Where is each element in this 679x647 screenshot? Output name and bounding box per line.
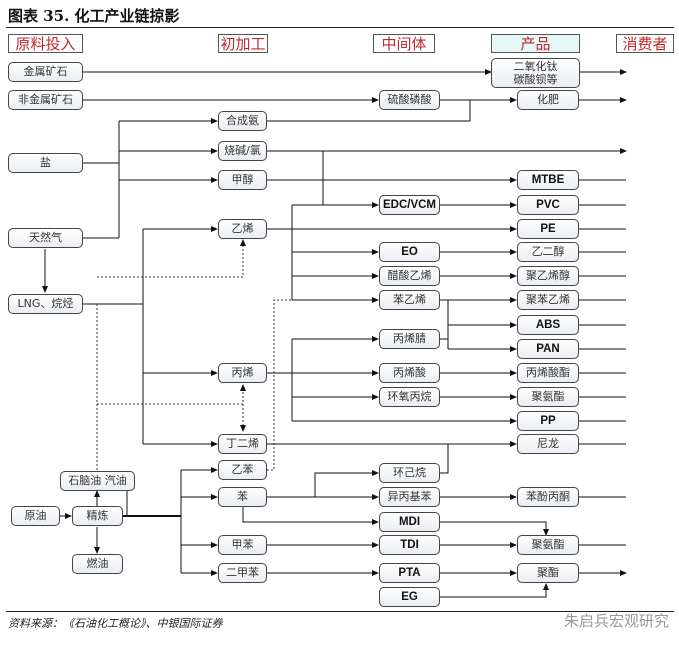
node-pp: PP	[517, 411, 579, 431]
node-salt: 盐	[8, 153, 83, 173]
node-ethylene: 乙烯	[218, 219, 267, 239]
header-consumers: 消费者	[616, 34, 674, 53]
node-mdi: MDI	[379, 512, 440, 532]
node-fuel-oil: 燃油	[72, 554, 123, 574]
header-products: 产品	[491, 34, 580, 53]
node-butadiene: 丁二烯	[218, 434, 267, 454]
node-natural-gas: 天然气	[8, 228, 83, 248]
top-rule	[6, 27, 674, 28]
node-lng: LNG、烷烃	[8, 294, 83, 314]
tio2-label: 二氧化钛	[513, 60, 558, 73]
node-phenol-acetone: 苯酚丙酮	[517, 487, 579, 507]
node-abs: ABS	[517, 315, 579, 335]
node-propylene: 丙烯	[218, 363, 267, 383]
node-polyester: 聚酯	[517, 563, 579, 583]
node-naphtha-gasoline: 石脑油 汽油	[60, 471, 135, 491]
node-ethylene-glycol: 乙二醇	[517, 242, 579, 262]
node-propylene-oxide: 环氧丙烷	[379, 387, 440, 407]
node-pva: 聚乙烯醇	[517, 266, 579, 286]
bottom-rule	[6, 611, 674, 612]
node-acrylic-acid: 丙烯酸	[379, 363, 440, 383]
node-polystyrene: 聚苯乙烯	[517, 290, 579, 310]
node-acrylate: 丙烯酸酯	[517, 363, 579, 383]
node-crude-oil: 原油	[11, 506, 60, 526]
figure-title: 图表 35. 化工产业链掠影	[8, 7, 180, 25]
node-ethylbenzene: 乙苯	[218, 460, 267, 480]
header-primary-processing: 初加工	[218, 34, 268, 53]
node-polyurethane-1: 聚氨酯	[517, 387, 579, 407]
node-pe: PE	[517, 219, 579, 239]
node-pta: PTA	[379, 563, 440, 583]
node-tio2-baco3: 二氧化钛碳酸钡等	[491, 58, 580, 88]
node-toluene: 甲苯	[218, 535, 267, 555]
node-fertilizer: 化肥	[517, 90, 579, 110]
node-styrene: 苯乙烯	[379, 290, 440, 310]
node-eg: EG	[379, 587, 440, 607]
node-caustic-chlorine: 烧碱/氯	[218, 141, 267, 161]
node-benzene: 苯	[218, 487, 267, 507]
source-note: 资料来源：《石油化工概论》、中银国际证券	[8, 617, 223, 630]
node-acrylonitrile: 丙烯腈	[379, 329, 440, 349]
header-intermediates: 中间体	[373, 34, 435, 53]
node-eo: EO	[379, 242, 440, 262]
node-nylon: 尼龙	[517, 434, 579, 454]
node-mtbe: MTBE	[517, 170, 579, 190]
node-ammonia: 合成氨	[218, 111, 267, 131]
node-methanol: 甲醇	[218, 170, 267, 190]
watermark: 朱启兵宏观研究	[563, 612, 669, 630]
node-metal-ore: 金属矿石	[8, 62, 83, 82]
node-cyclohexane: 环己烷	[379, 463, 440, 483]
node-pan: PAN	[517, 339, 579, 359]
node-sulfuric-phosphoric-acid: 硫酸磷酸	[379, 90, 440, 110]
node-edc-vcm: EDC/VCM	[379, 195, 440, 215]
node-polyurethane-2: 聚氨酯	[517, 535, 579, 555]
node-refining: 精炼	[72, 506, 123, 526]
baco3-label: 碳酸钡等	[513, 73, 558, 86]
node-nonmetal-ore: 非金属矿石	[8, 90, 83, 110]
node-tdi: TDI	[379, 535, 440, 555]
node-xylene: 二甲苯	[218, 563, 267, 583]
node-vinyl-acetate: 醋酸乙烯	[379, 266, 440, 286]
node-cumene: 异丙基苯	[379, 487, 440, 507]
header-raw-materials: 原料投入	[8, 34, 83, 53]
node-pvc: PVC	[517, 195, 579, 215]
